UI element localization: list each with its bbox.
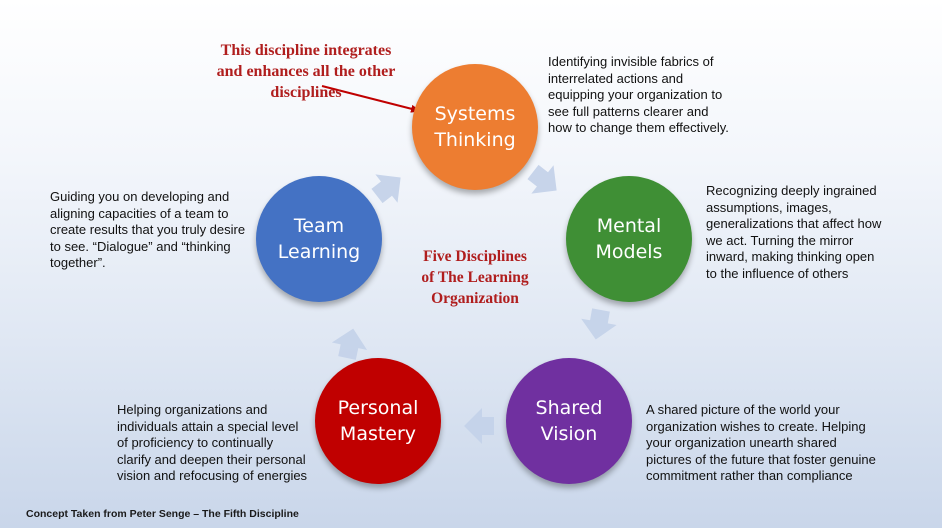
connector-arrow-team-to-systems <box>371 174 401 204</box>
description-personal-mastery: Helping organizations and individuals at… <box>117 402 308 484</box>
circle-mental-models: Mental Models <box>566 176 692 302</box>
connector-arrow-systems-to-mental <box>527 164 557 194</box>
description-systems-thinking: Identifying invisible fabrics of interre… <box>548 54 729 136</box>
annotation-arrow <box>321 85 421 113</box>
footer-credit: Concept Taken from Peter Senge – The Fif… <box>26 508 299 520</box>
circle-team-learning: Team Learning <box>256 176 382 302</box>
circle-personal-mastery: Personal Mastery <box>315 358 441 484</box>
description-shared-vision: A shared picture of the world your organ… <box>646 402 876 484</box>
annotation-text: This discipline integrates and enhances … <box>216 42 396 101</box>
center-title: Five Disciplines of The Learning Organiz… <box>421 248 529 307</box>
connector-arrow-shared-to-personal <box>464 408 494 444</box>
description-team-learning: Guiding you on developing and aligning c… <box>50 189 246 271</box>
description-mental-models: Recognizing deeply ingrained assumptions… <box>706 183 882 281</box>
circle-label: Personal Mastery <box>337 397 419 445</box>
connector-arrow-mental-to-shared <box>581 308 617 340</box>
circle-label: Team Learning <box>277 215 361 263</box>
circle-systems-thinking: Systems Thinking <box>412 64 538 190</box>
circle-label: Shared Vision <box>535 397 603 445</box>
circle-label: Systems Thinking <box>434 103 516 151</box>
circle-label: Mental Models <box>595 215 663 263</box>
circle-shared-vision: Shared Vision <box>506 358 632 484</box>
connector-arrow-personal-to-team <box>331 328 368 360</box>
